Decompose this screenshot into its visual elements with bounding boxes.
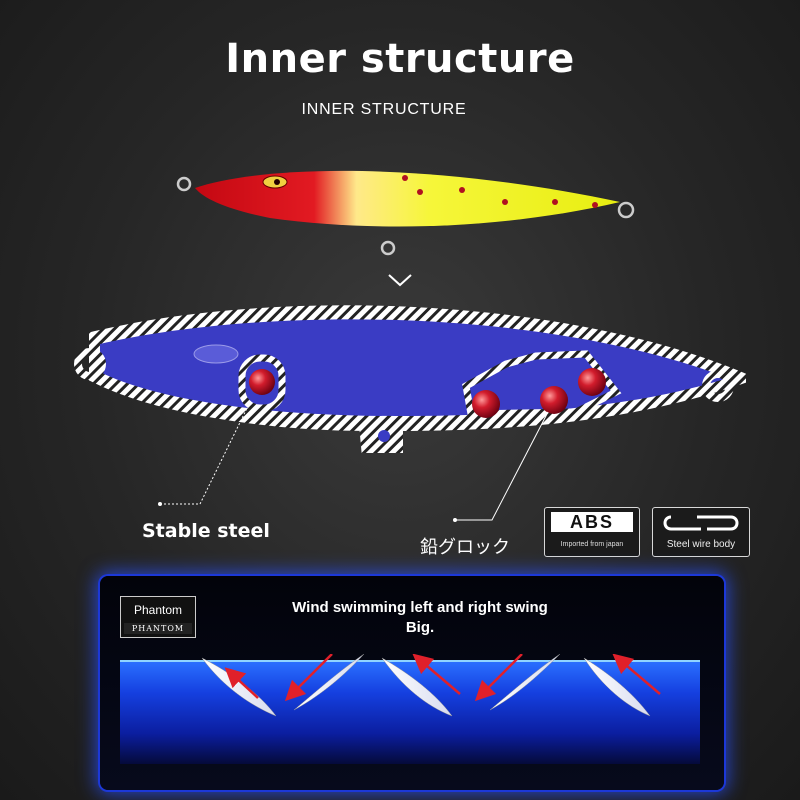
swim-sequence — [201, 654, 661, 717]
steel-ball — [249, 369, 275, 395]
swim-description-line1: Wind swimming left and right swing — [292, 599, 548, 616]
abs-badge-title: ABS — [551, 512, 633, 532]
lead-ball — [540, 386, 568, 414]
lead-block-label: 鉛グロック — [420, 537, 510, 558]
swim-lure-1 — [201, 657, 277, 717]
steel-wire-icon — [663, 515, 739, 531]
abs-badge-caption: Imported from japan — [560, 541, 624, 548]
chevron-down-icon — [388, 274, 412, 287]
swim-lure-4 — [474, 654, 561, 711]
lead-ball — [472, 390, 500, 418]
stable-steel-label: Stable steel — [142, 520, 270, 542]
swim-description-line2: Big. — [405, 619, 435, 636]
cutaway-diagram — [74, 305, 746, 453]
lead-ball — [578, 368, 606, 396]
page-subtitle: INNER STRUCTURE — [301, 101, 467, 118]
steel-wire-caption: Steel wire body — [666, 539, 736, 550]
phantom-logo: Phantom PHANTOM — [120, 596, 196, 638]
lure-image — [176, 170, 635, 256]
page-title: Inner structure — [225, 36, 575, 82]
abs-badge: ABS Imported from japan — [544, 507, 640, 557]
swim-lure-3 — [381, 654, 461, 717]
steel-wire-badge: Steel wire body — [652, 507, 750, 557]
swim-lure-5 — [583, 654, 661, 717]
swim-lure-2 — [284, 654, 365, 711]
phantom-logo-bottom: PHANTOM — [124, 623, 192, 634]
phantom-logo-top: Phantom — [133, 603, 183, 617]
swim-action-panel: Phantom PHANTOM Wind swimming left and r… — [100, 576, 724, 790]
swim-description: Wind swimming left and right swing Big. — [250, 598, 590, 638]
